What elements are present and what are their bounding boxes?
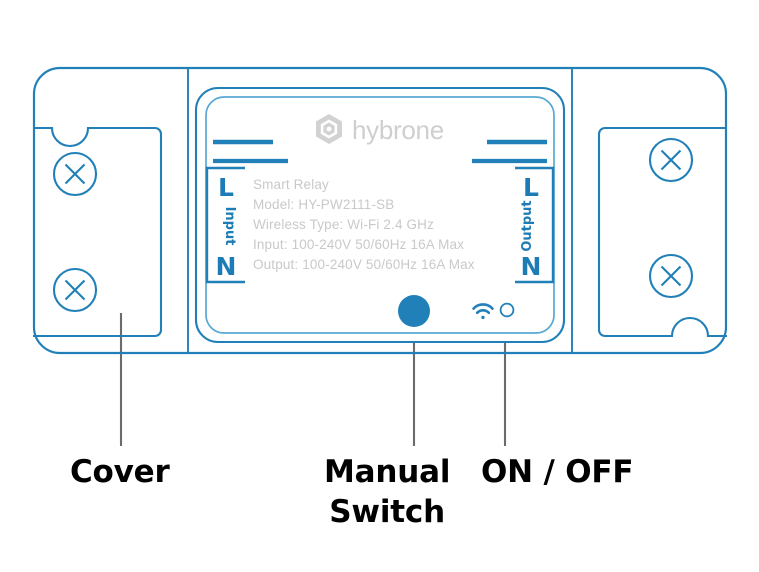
spec-line-0: Smart Relay: [253, 177, 329, 192]
x-screw-hole-icon[interactable]: [52, 151, 98, 197]
right-terminal-bracket: [515, 166, 555, 284]
annotation-label-manual-switch: Manual Switch: [324, 452, 450, 533]
right-terminal-letter-l: L: [523, 173, 539, 202]
wifi-icon: [472, 303, 494, 320]
left-terminal-input: L Input N: [205, 166, 245, 284]
left-cover-plate[interactable]: [33, 126, 163, 338]
annotation-onoff-text: ON / OFF: [481, 454, 634, 490]
left-terminal-letter-n: N: [216, 252, 237, 281]
outer-shell-outline: [32, 66, 728, 355]
x-screw-hole-icon[interactable]: [52, 267, 98, 313]
right-cover-screws: [648, 137, 694, 299]
x-screw-hole-icon[interactable]: [648, 253, 694, 299]
annotation-label-cover: Cover: [70, 452, 170, 492]
left-cover-outline: [33, 126, 163, 338]
annotation-manual-line1: Manual: [324, 454, 451, 490]
status-led: [499, 302, 515, 318]
right-cover-plate[interactable]: [597, 126, 727, 338]
right-cover-outline: [597, 126, 727, 338]
right-terminal-word: Output: [520, 200, 535, 251]
left-terminal-bracket: [205, 166, 245, 284]
spec-line-3: Input: 100-240V 50/60Hz 16A Max: [253, 237, 464, 252]
spec-line-2: Wireless Type: Wi-Fi 2.4 GHz: [253, 217, 434, 232]
spec-line-1: Model: HY-PW2111-SB: [253, 197, 394, 212]
left-cover-screws: [52, 151, 98, 313]
right-terminal-letter-n: N: [521, 252, 542, 281]
x-screw-hole-icon[interactable]: [648, 137, 694, 183]
spec-text-block: Smart Relay Model: HY-PW2111-SB Wireless…: [253, 177, 475, 272]
annotation-manual-line2: Switch: [329, 494, 445, 531]
brand-block: hybrone: [316, 114, 444, 145]
vent-slots: [213, 139, 547, 164]
manual-switch-button[interactable]: [398, 295, 430, 327]
annotation-cover-text: Cover: [70, 454, 170, 490]
left-terminal-word: Input: [222, 207, 237, 246]
annotation-label-on-off: ON / OFF: [481, 452, 634, 492]
hexagon-logo-icon: [316, 114, 342, 144]
device-outer-shell: [32, 66, 728, 355]
left-terminal-letter-l: L: [218, 173, 234, 202]
spec-line-4: Output: 100-240V 50/60Hz 16A Max: [253, 257, 475, 272]
brand-name: hybrone: [352, 115, 444, 145]
right-terminal-output: L Output N: [515, 166, 555, 284]
module-outer-outline: [194, 86, 566, 344]
